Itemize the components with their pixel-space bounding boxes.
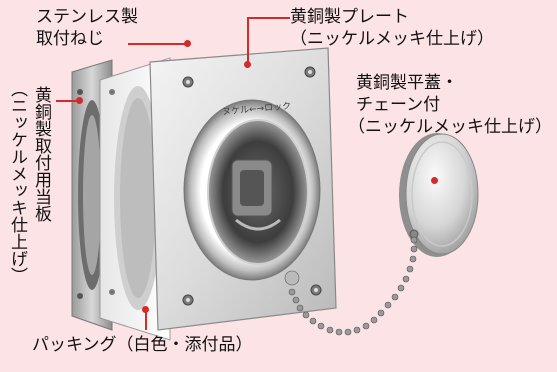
cover-label-line2: チェーン付 [356,95,441,115]
ball-chain [284,236,418,336]
backplate-leader-dot [76,97,83,104]
packing-label-text: パッキング（白色・添付品） [32,335,253,355]
plate-label: 黄銅製プレート （ニッケルメッキ仕上げ） [290,6,494,50]
flat-cover [399,133,479,257]
plate-label-line1: 黄銅製プレート [290,7,409,27]
screw-label-line1: ステンレス製 [36,7,138,27]
screw-label-line2: 取付ねじ [36,29,104,49]
cover-leader-dot [431,177,438,184]
cover-label-line1: 黄銅製平蓋・ [356,73,458,93]
packing-leader-dot [142,306,149,313]
backplate-label-col2: （ニッケルメッキ仕上げ） [7,80,27,284]
plate-leader-h [247,17,290,19]
screw-label: ステンレス製 取付ねじ [36,6,138,50]
front-plate: ヌケル←→ロック [149,47,337,331]
packing-label: パッキング（白色・添付品） [32,334,253,356]
backplate-label-col1: 黄銅製取付用当板 [31,86,51,222]
cover-label: 黄銅製平蓋・ チェーン付 （ニッケルメッキ仕上げ） [348,72,552,138]
screw-leader-line [128,43,188,45]
packing-leader [145,310,147,330]
plate-label-line2: （ニッケルメッキ仕上げ） [290,29,494,49]
plate-leader-dot [244,61,251,68]
backplate-leader [56,100,80,102]
cover-label-line3: （ニッケルメッキ仕上げ） [348,117,552,137]
plate-leader-v [247,17,249,64]
screw-leader-dot [184,40,191,47]
